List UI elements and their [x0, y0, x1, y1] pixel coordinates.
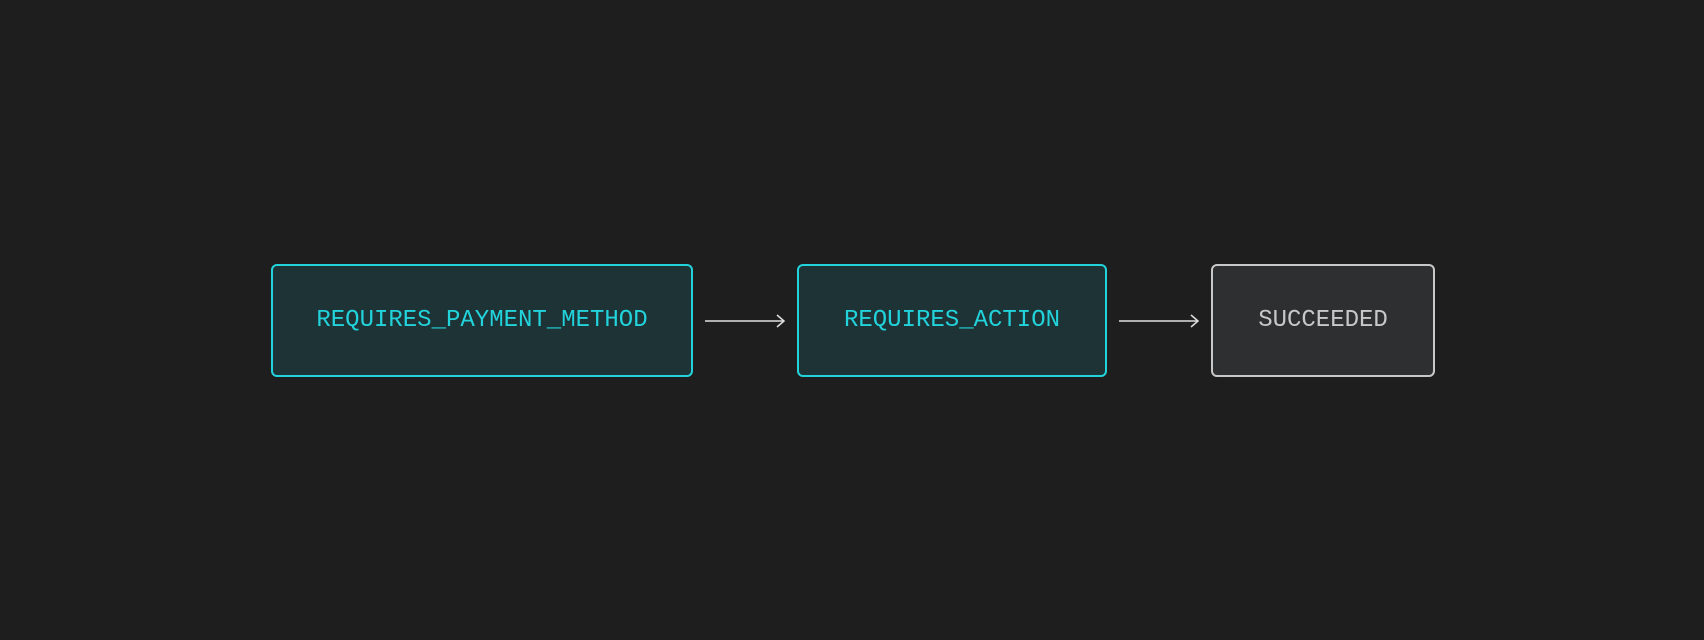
state-label: REQUIRES_ACTION — [843, 307, 1061, 334]
arrow-right-icon — [1119, 314, 1200, 328]
state-label: REQUIRES_PAYMENT_METHOD — [316, 307, 648, 334]
state-label: SUCCEEDED — [1258, 307, 1388, 334]
arrow-right-icon — [705, 314, 786, 328]
state-node-succeeded: SUCCEEDED — [1211, 264, 1435, 377]
state-node-requires-payment-method: REQUIRES_PAYMENT_METHOD — [271, 264, 693, 377]
state-node-requires-action: REQUIRES_ACTION — [797, 264, 1107, 377]
